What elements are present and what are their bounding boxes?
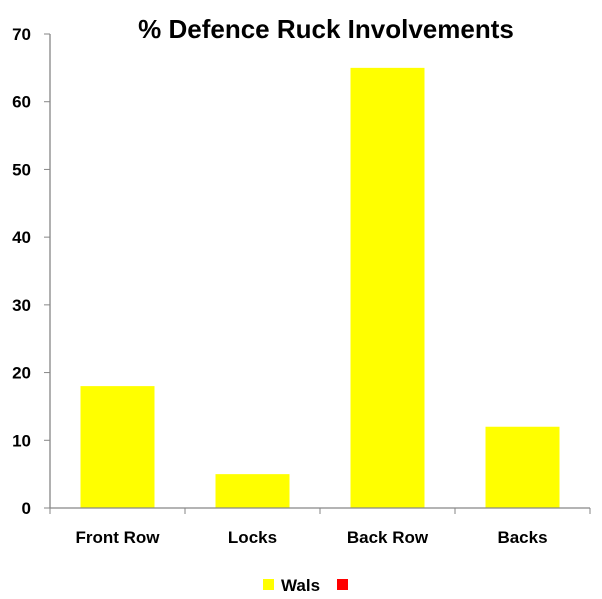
x-tick-label: Back Row: [347, 528, 429, 547]
y-tick-label: 50: [12, 160, 31, 179]
y-tick-label: 70: [12, 25, 31, 44]
x-tick-label: Front Row: [75, 528, 160, 547]
y-tick-label: 40: [12, 228, 31, 247]
y-tick-label: 0: [22, 499, 31, 518]
legend-label-wals: Wals: [281, 576, 320, 595]
chart-title: % Defence Ruck Involvements: [138, 14, 514, 44]
x-tick-label: Locks: [228, 528, 277, 547]
y-tick-label: 30: [12, 296, 31, 315]
legend-swatch-wals: [263, 579, 274, 590]
y-tick-label: 60: [12, 93, 31, 112]
legend-swatch-series-2: [337, 579, 348, 590]
bar-front-row: [80, 386, 155, 508]
y-tick-label: 20: [12, 364, 31, 383]
bar-backs: [485, 426, 560, 508]
x-tick-label: Backs: [497, 528, 547, 547]
bar-locks: [215, 474, 290, 508]
bar-back-row: [350, 67, 425, 508]
y-tick-label: 10: [12, 431, 31, 450]
